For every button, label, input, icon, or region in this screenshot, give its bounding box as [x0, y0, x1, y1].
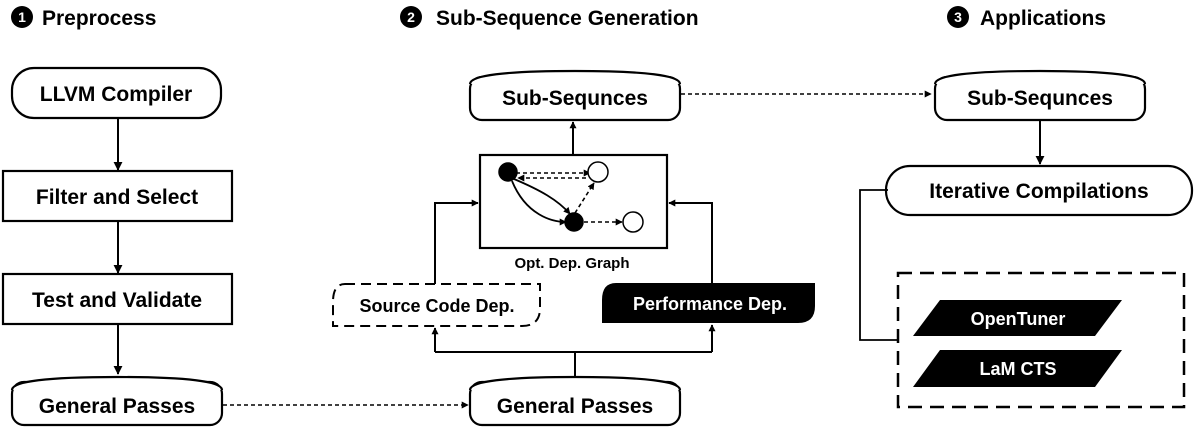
iterative-compilations-node: Iterative Compilations: [884, 164, 1194, 217]
sub-sequences-db-middle: Sub-Sequnces: [468, 69, 682, 122]
sub-sequences-db-right: Sub-Sequnces: [933, 69, 1147, 122]
source-code-dep-node: Source Code Dep.: [332, 283, 541, 327]
section-title-applications: Applications: [980, 7, 1106, 30]
graph-node-filled: [498, 162, 518, 182]
general-passes-left-label: General Passes: [39, 395, 195, 418]
step-1-number: 1: [18, 9, 26, 25]
filter-select-node: Filter and Select: [1, 169, 234, 223]
performance-dep-label: Performance Dep.: [633, 294, 787, 314]
section-title-preprocess: Preprocess: [42, 7, 156, 30]
section-header-preprocess: 1 Preprocess: [11, 6, 156, 30]
tool-lamcts-label: LaM CTS: [979, 359, 1056, 379]
step-1-badge: [11, 6, 33, 28]
opt-dep-graph: [478, 153, 669, 250]
arrow-source-to-graph: [434, 199, 479, 284]
section-header-subseq: 2 Sub-Sequence Generation: [400, 6, 699, 30]
filter-select-label: Filter and Select: [36, 186, 198, 209]
general-passes-db-left: General Passes: [10, 375, 224, 427]
branch-connector: [431, 324, 716, 377]
section-header-applications: 3 Applications: [947, 6, 1106, 30]
tools-group: OpenTuner LaM CTS: [896, 271, 1186, 409]
opt-dep-graph-label: Opt. Dep. Graph: [514, 255, 629, 272]
graph-node-filled: [564, 212, 584, 232]
graph-node-empty: [622, 211, 644, 233]
general-passes-middle-label: General Passes: [497, 395, 653, 418]
tool-opentuner-label: OpenTuner: [971, 309, 1066, 329]
graph-node-empty: [587, 161, 609, 183]
llvm-compiler-label: LLVM Compiler: [40, 83, 192, 106]
step-3-number: 3: [954, 9, 962, 25]
test-validate-label: Test and Validate: [32, 289, 202, 312]
step-2-number: 2: [407, 9, 415, 25]
tool-lamcts: LaM CTS: [913, 350, 1122, 387]
iterative-compilations-label: Iterative Compilations: [929, 180, 1148, 203]
general-passes-db-middle: General Passes: [468, 375, 682, 427]
sub-sequences-right-label: Sub-Sequnces: [967, 87, 1113, 110]
section-title-subseq: Sub-Sequence Generation: [436, 7, 699, 30]
step-3-badge: [947, 6, 969, 28]
sub-sequences-middle-label: Sub-Sequnces: [502, 87, 648, 110]
performance-dep-node: Performance Dep.: [602, 283, 815, 323]
llvm-compiler-node: LLVM Compiler: [10, 66, 223, 120]
test-validate-node: Test and Validate: [1, 272, 234, 326]
tool-opentuner: OpenTuner: [913, 300, 1122, 336]
step-2-badge: [400, 6, 422, 28]
iterative-tools-bracket: [859, 189, 898, 341]
arrow-perf-to-graph: [668, 199, 713, 284]
source-code-dep-label: Source Code Dep.: [359, 296, 514, 316]
